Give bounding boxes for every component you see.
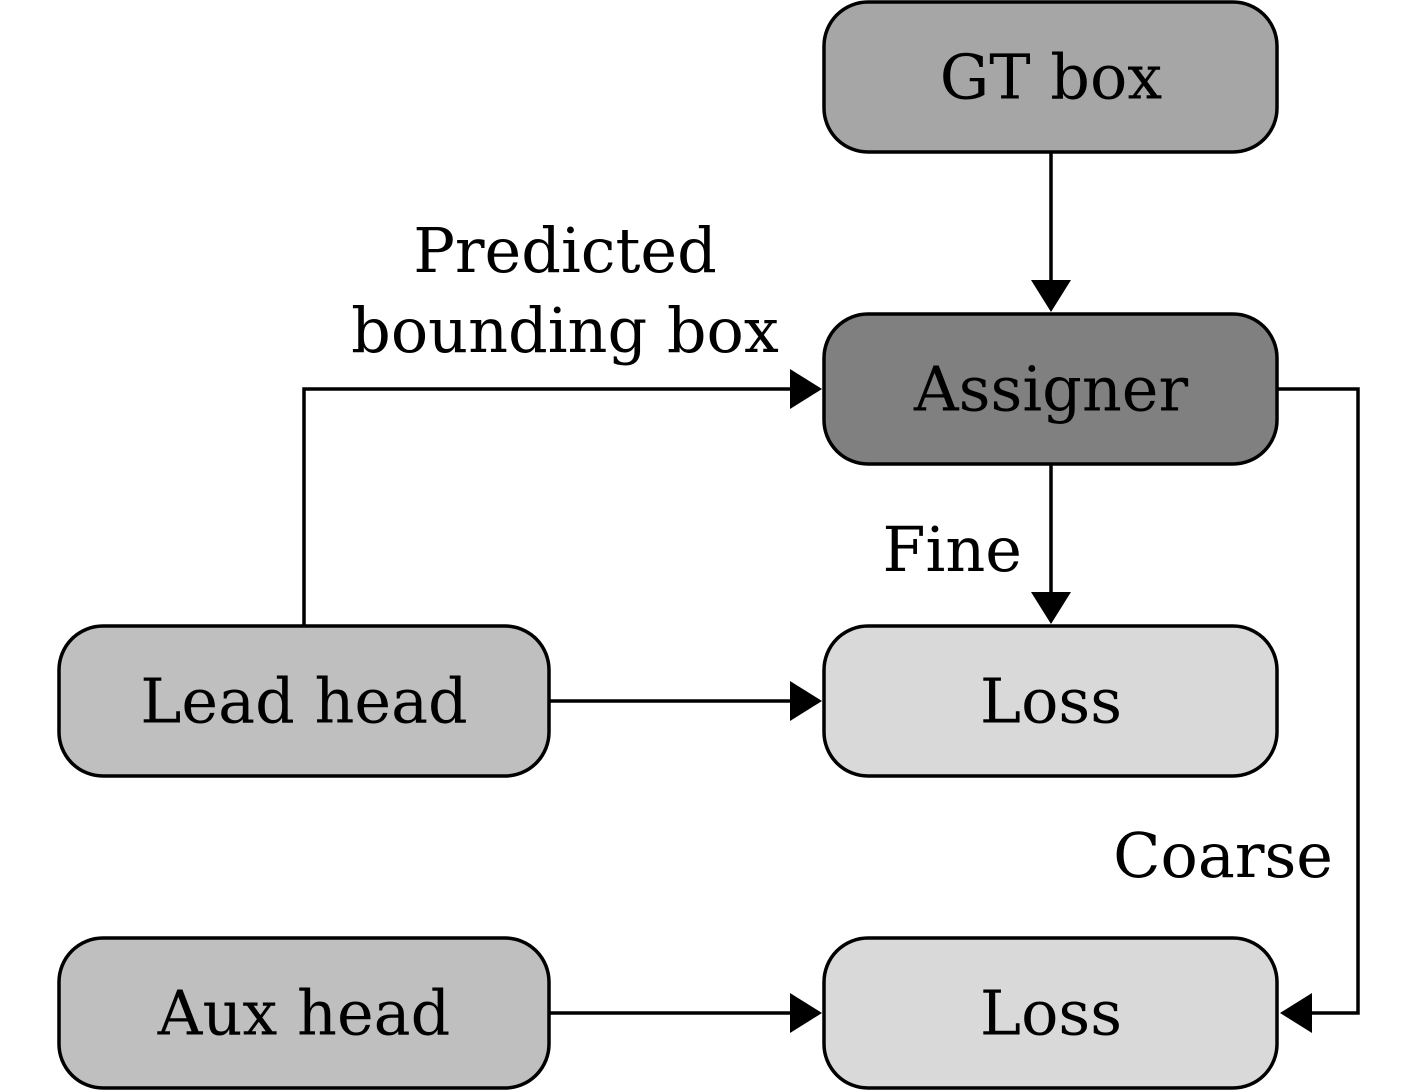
- edge-lead-to-assigner: [302, 387, 792, 625]
- arrow-head-lead-to-loss: [790, 681, 822, 721]
- aux-head-rect: [57, 936, 551, 1090]
- lead-head-label: Lead head: [140, 665, 468, 738]
- node-loss-coarse: Loss: [822, 936, 1279, 1090]
- node-gt-box: GT box: [822, 0, 1279, 154]
- arrow-head-assigner-to-loss-coarse: [1280, 993, 1312, 1033]
- predicted-label-line1: Predicted: [413, 214, 717, 287]
- arrow-head-lead-to-assigner: [790, 369, 822, 409]
- edges: [302, 152, 1360, 1033]
- node-aux-head: Aux head: [57, 936, 551, 1090]
- arrow-head-gt-to-assigner: [1031, 280, 1071, 312]
- assigner-rect: [822, 312, 1279, 466]
- node-assigner: Assigner: [822, 312, 1279, 466]
- node-lead-head: Lead head: [57, 624, 551, 778]
- assigner-label: Assigner: [913, 353, 1189, 426]
- loss-fine-label: Loss: [980, 665, 1122, 738]
- fine-label: Fine: [883, 513, 1022, 586]
- arrow-head-assigner-to-loss-fine: [1031, 592, 1071, 624]
- gt-box-rect: [822, 0, 1279, 154]
- node-loss-fine: Loss: [822, 624, 1279, 778]
- aux-head-label: Aux head: [157, 977, 451, 1050]
- edge-assigner-to-loss-coarse: [1277, 387, 1360, 1015]
- loss-coarse-label: Loss: [980, 977, 1122, 1050]
- loss-coarse-rect: [822, 936, 1279, 1090]
- coarse-label: Coarse: [1113, 819, 1333, 892]
- loss-fine-rect: [822, 624, 1279, 778]
- predicted-label-line2: bounding box: [351, 294, 779, 367]
- gt-box-label: GT box: [940, 41, 1163, 114]
- arrow-head-aux-to-loss: [790, 993, 822, 1033]
- lead-head-rect: [57, 624, 551, 778]
